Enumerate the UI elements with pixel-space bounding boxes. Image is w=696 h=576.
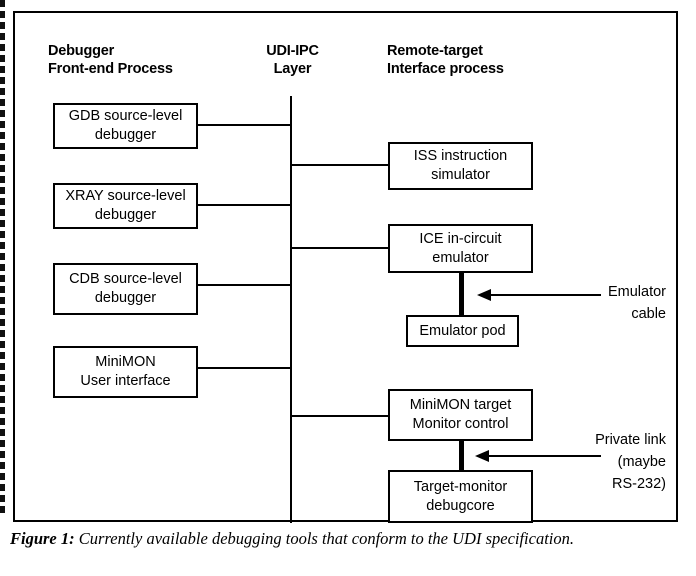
connector-udi-to-minimon-target (290, 415, 389, 417)
node-gdb-source-level-debugger: GDB source-level debugger (53, 103, 198, 149)
connector-gdb-to-udi (197, 124, 292, 126)
figure-frame: Debugger Front-end Process UDI-IPC Layer… (13, 11, 678, 523)
connector-xray-to-udi (197, 204, 292, 206)
arrow-left-private-link (475, 450, 601, 462)
connector-udi-to-ice (290, 247, 389, 249)
node-ice-in-circuit-emulator: ICE in-circuit emulator (388, 224, 533, 273)
column-heading-udi-ipc: UDI-IPC Layer (266, 43, 319, 77)
cable-minimon-target-to-debugcore (459, 439, 464, 472)
annotation-private-link: Private link (maybe RS-232) (595, 432, 666, 492)
connector-minimon-ui-to-udi (197, 367, 292, 369)
cable-ice-to-emulator-pod (459, 271, 464, 317)
node-minimon-user-interface: MiniMON User interface (53, 346, 198, 398)
column-heading-remote-target: Remote-target Interface process (387, 43, 504, 77)
node-minimon-target-monitor-control: MiniMON target Monitor control (388, 389, 533, 441)
node-emulator-pod: Emulator pod (406, 315, 519, 347)
node-target-monitor-debugcore: Target-monitor debugcore (388, 470, 533, 523)
connector-cdb-to-udi (197, 284, 292, 286)
connector-udi-to-iss (290, 164, 389, 166)
annotation-emulator-cable: Emulator cable (607, 284, 666, 322)
arrow-left-emulator-cable (477, 289, 601, 301)
udi-ipc-spine (290, 96, 292, 523)
column-heading-debugger: Debugger Front-end Process (48, 43, 173, 77)
node-xray-source-level-debugger: XRAY source-level debugger (53, 183, 198, 229)
figure-caption-text: Currently available debugging tools that… (78, 529, 575, 548)
figure-caption: Figure 1: Currently available debugging … (10, 528, 670, 549)
figure-caption-label: Figure 1: (10, 529, 75, 548)
node-cdb-source-level-debugger: CDB source-level debugger (53, 263, 198, 315)
scan-edge-artifact (0, 0, 5, 516)
node-iss-instruction-simulator: ISS instruction simulator (388, 142, 533, 190)
